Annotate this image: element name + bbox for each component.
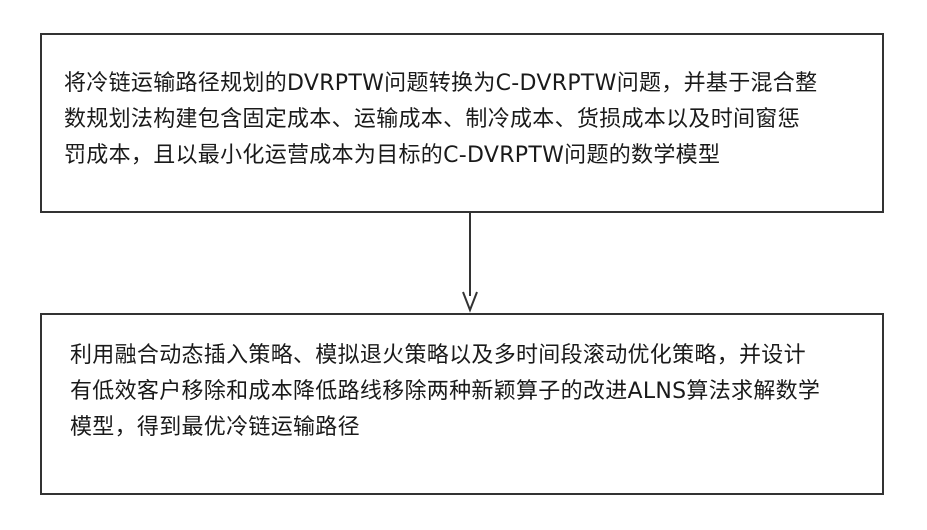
flowchart-step-1-text: 将冷链运输路径规划的DVRPTW问题转换为C-DVRPTW问题，并基于混合整 数… — [42, 66, 835, 174]
flowchart-arrow-connector — [450, 212, 490, 314]
flowchart-step-2-box: 利用融合动态插入策略、模拟退火策略以及多时间段滚动优化策略，并设计 有低效客户移… — [40, 313, 884, 495]
flowchart-step-2-text: 利用融合动态插入策略、模拟退火策略以及多时间段滚动优化策略，并设计 有低效客户移… — [42, 338, 838, 446]
flowchart-step-1-box: 将冷链运输路径规划的DVRPTW问题转换为C-DVRPTW问题，并基于混合整 数… — [40, 33, 884, 213]
